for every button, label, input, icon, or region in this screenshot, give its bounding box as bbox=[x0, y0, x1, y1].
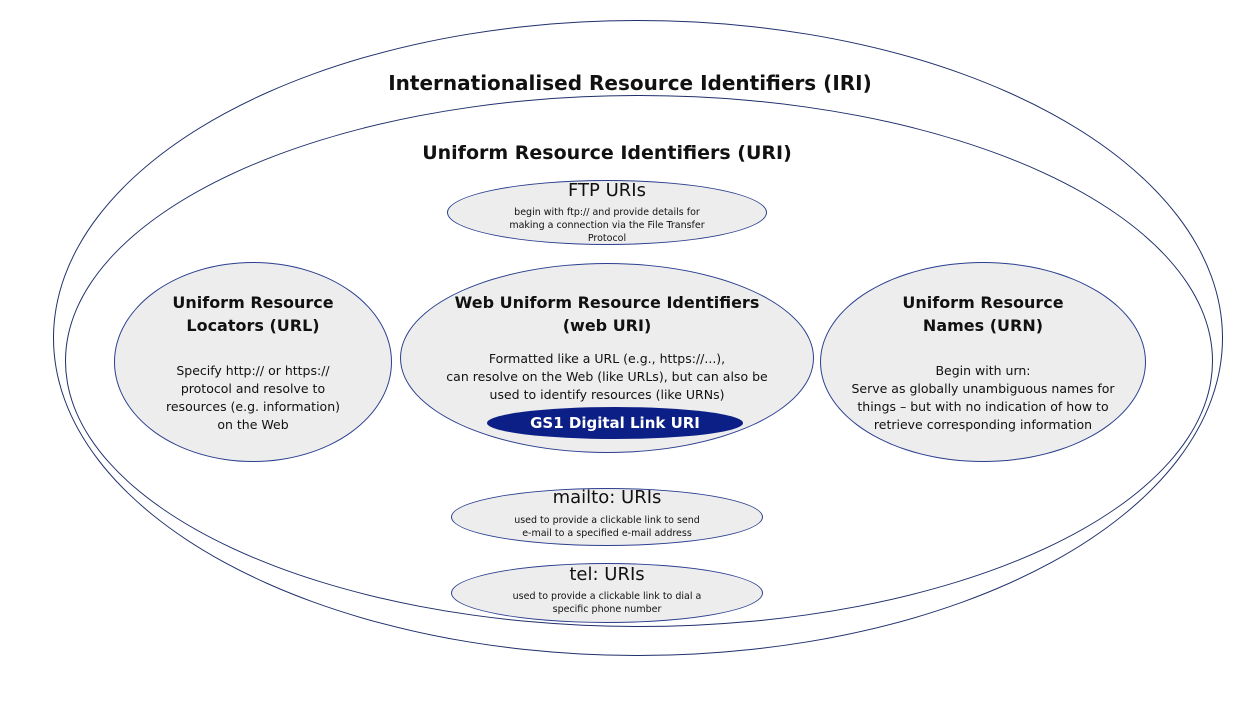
ftp-description: begin with ftp:// and provide details fo… bbox=[509, 207, 705, 244]
gs1-digital-link-badge: GS1 Digital Link URI bbox=[487, 407, 743, 439]
iri-title: Internationalised Resource Identifiers (… bbox=[388, 71, 872, 95]
tel-title: tel: URIs bbox=[569, 564, 645, 585]
mailto-title: mailto: URIs bbox=[552, 487, 662, 508]
tel-ellipse bbox=[451, 563, 763, 623]
mailto-description: used to provide a clickable link to send… bbox=[514, 515, 700, 539]
urn-description: Begin with urn:Serve as globally unambig… bbox=[851, 363, 1115, 432]
ftp-title: FTP URIs bbox=[568, 180, 646, 201]
web-uri-description: Formatted like a URL (e.g., https://...)… bbox=[446, 351, 768, 402]
mailto-ellipse bbox=[451, 488, 763, 546]
web-uri-title: Web Uniform Resource Identifiers(web URI… bbox=[454, 293, 760, 335]
ftp-ellipse bbox=[447, 180, 767, 245]
urn-ellipse bbox=[820, 262, 1146, 462]
tel-description: used to provide a clickable link to dial… bbox=[512, 591, 702, 615]
url-ellipse bbox=[114, 262, 392, 462]
url-description: Specify http:// or https://protocol and … bbox=[166, 363, 340, 432]
uri-title: Uniform Resource Identifiers (URI) bbox=[422, 142, 792, 164]
